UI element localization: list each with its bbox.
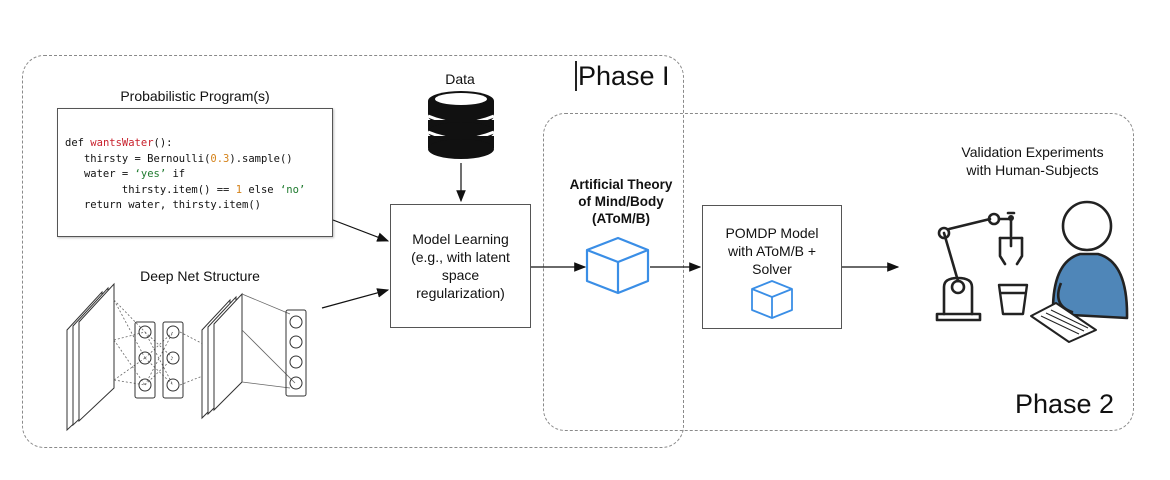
cup-icon [997, 283, 1029, 316]
phase-1-label: Phase I [578, 61, 670, 91]
data-title: Data [445, 71, 475, 87]
deep-net-illustration [66, 282, 307, 432]
phase-2-region [543, 113, 1134, 431]
code-block: def wantsWater(): thirsty = Bernoulli(0.… [57, 108, 333, 237]
deepnet-title: Deep Net Structure [140, 268, 260, 284]
code-line: return water, thirsty.item() [65, 199, 261, 211]
cube-icon [585, 236, 650, 295]
code-line: thirsty.item() == 1 else ‘no’ [65, 183, 306, 196]
database-icon [427, 91, 495, 159]
text-cursor [575, 61, 577, 91]
program-title: Probabilistic Program(s) [120, 88, 270, 104]
phase-1-region [22, 55, 684, 448]
person-icon [1030, 200, 1129, 343]
code-line: water = ‘yes’ if [65, 168, 186, 180]
atom-title: Artificial Theory of Mind/Body (AToM/B) [569, 177, 673, 226]
phase-2-label: Phase 2 [1015, 389, 1115, 419]
arrow-program-to-learning [332, 219, 390, 242]
pomdp-label: POMDP Model with AToM/B + Solver [725, 225, 819, 278]
validation-title: Validation Experiments with Human-Subjec… [961, 144, 1104, 178]
code-line: def wantsWater(): [65, 137, 173, 149]
code-line: thirsty = Bernoulli(0.3).sample() [65, 152, 293, 165]
model-learning-label: Model Learning (e.g., with latent space … [411, 230, 510, 302]
robot-arm-icon [935, 211, 1024, 322]
cube-icon [751, 280, 793, 319]
arrow-deepnet-to-learning [321, 288, 390, 309]
model-learning-box: Model Learning (e.g., with latent space … [390, 204, 531, 328]
